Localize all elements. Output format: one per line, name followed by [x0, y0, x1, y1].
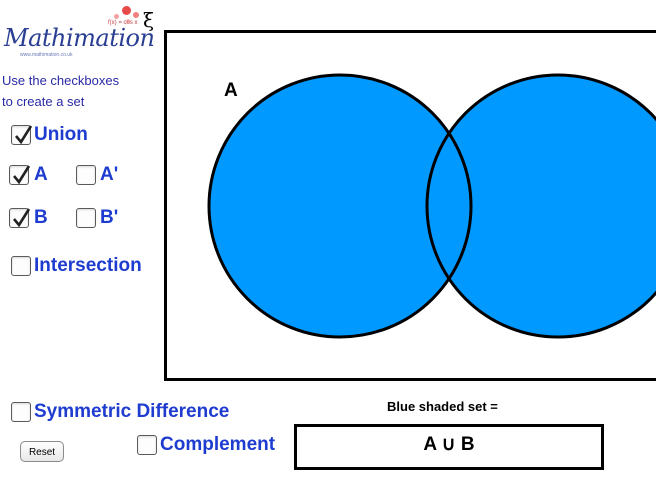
checkmark-icon	[13, 165, 31, 185]
intersection-label: Intersection	[34, 255, 142, 276]
logo-text: Mathimation	[4, 24, 155, 52]
complement-checkbox[interactable]: Complement	[137, 434, 275, 456]
set-b-outline	[425, 73, 656, 339]
union-label: Union	[34, 124, 88, 145]
result-caption: Blue shaded set =	[387, 399, 498, 414]
result-value: A ∪ B	[423, 434, 475, 455]
universal-set-box	[164, 30, 656, 381]
set-a-complement-label: A'	[100, 164, 119, 185]
complement-label: Complement	[160, 434, 276, 455]
set-a-circle	[209, 75, 471, 337]
set-b-complement-checkbox-box[interactable]	[76, 208, 96, 228]
symmetric-difference-checkbox[interactable]: Symmetric Difference	[11, 401, 229, 423]
symmetric-difference-label: Symmetric Difference	[34, 401, 230, 422]
checkmark-icon	[15, 125, 33, 145]
result-box: A ∪ B	[294, 424, 604, 470]
intersection-checkbox-box[interactable]	[11, 256, 31, 276]
mathimation-logo: f(x) = cos x Mathimation www.mathimation…	[2, 2, 155, 60]
checkmark-icon	[13, 208, 31, 228]
reset-button[interactable]: Reset	[20, 441, 64, 462]
set-b-complement-label: B'	[100, 207, 119, 228]
instructions-line-2: to create a set	[2, 94, 85, 109]
intersection-checkbox[interactable]: Intersection	[11, 255, 142, 277]
set-b-checkbox-box[interactable]	[9, 208, 31, 228]
symmetric-difference-checkbox-box[interactable]	[11, 402, 31, 422]
logo-subtitle: www.mathimation.co.uk	[20, 52, 73, 58]
set-a-checkbox[interactable]: A	[9, 164, 48, 186]
set-b-circle	[427, 75, 656, 337]
union-checkbox-box[interactable]	[11, 125, 33, 145]
universal-set-symbol: ξ	[143, 8, 155, 32]
set-a-outline	[207, 73, 473, 339]
set-b-label: B	[34, 207, 48, 228]
set-a-label: A	[34, 164, 48, 185]
set-b-complement-checkbox[interactable]: B'	[76, 207, 118, 229]
complement-checkbox-box[interactable]	[137, 435, 157, 455]
set-b-checkbox[interactable]: B	[9, 207, 48, 229]
instructions: Use the checkboxes to create a set	[2, 70, 119, 112]
instructions-line-1: Use the checkboxes	[2, 73, 120, 88]
set-a-label-diagram: A	[224, 80, 238, 101]
set-a-checkbox-box[interactable]	[9, 165, 31, 185]
set-a-complement-checkbox-box[interactable]	[76, 165, 96, 185]
union-checkbox[interactable]: Union	[11, 124, 88, 146]
logo-formula: f(x) = cos x	[108, 20, 138, 26]
venn-diagram	[207, 73, 656, 339]
set-a-complement-checkbox[interactable]: A'	[76, 164, 118, 186]
